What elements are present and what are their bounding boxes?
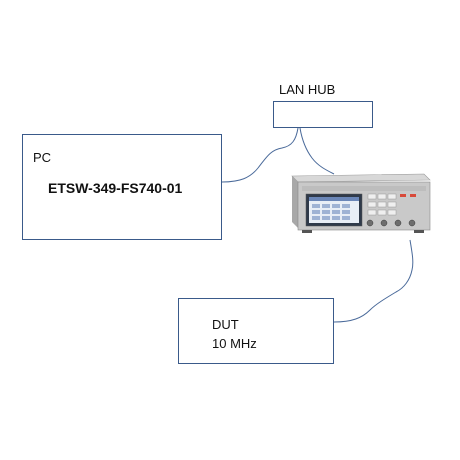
lan-hub-box [273,101,373,128]
pc-label: PC [33,150,52,165]
pc-box [22,134,222,240]
dut-frequency: 10 MHz [212,336,257,351]
pc-hostname: ETSW-349-FS740-01 [48,180,183,196]
dut-box [178,298,334,364]
fs740-instrument-icon [291,173,431,233]
pc-to-hub-cable [221,127,299,183]
instrument-to-dut-cable [333,239,414,323]
hub-label: LAN HUB [279,82,336,97]
dut-label: DUT [212,317,239,332]
hub-to-instrument-cable [299,127,335,175]
